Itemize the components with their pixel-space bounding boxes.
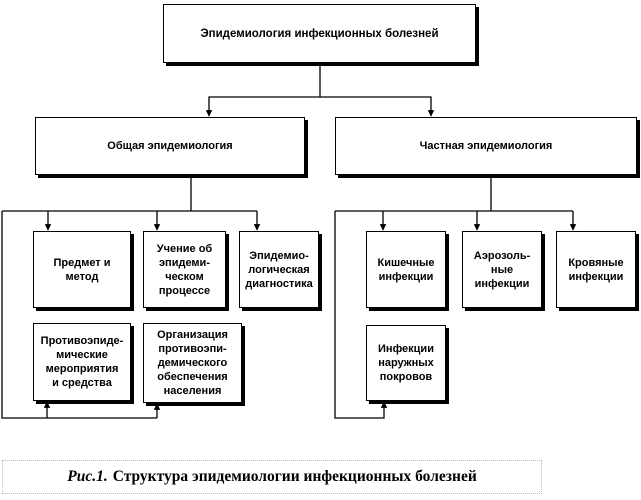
root-node: Эпидемиология инфекционных болезней — [163, 4, 476, 63]
arrow-to-external-covers — [334, 211, 388, 419]
figure-label: Рис.1. — [67, 468, 108, 485]
aerosol-infections-label: Аэрозоль- ные инфекции — [473, 249, 531, 290]
epidemic-process-node: Учение об эпидеми- ческом процессе — [143, 231, 226, 308]
blood-infections-node: Кровяные инфекции — [556, 231, 636, 308]
anti-epidemic-measures-node: Противоэпиде- мические мероприятия и сре… — [33, 323, 131, 401]
blood-infections-label: Кровяные инфекции — [568, 256, 624, 283]
subject-method-node: Предмет и метод — [33, 231, 131, 308]
arrow-root-to-general — [205, 63, 321, 117]
line-general-return — [1, 211, 157, 419]
anti-epidemic-organization-node: Организация противоэпи- демического обес… — [143, 323, 242, 403]
special-epidemiology-node: Частная эпидемиология — [335, 117, 637, 175]
figure-caption-text: Структура эпидемиологии инфекционных бол… — [112, 468, 477, 485]
external-covers-infections-label: Инфекции наружных покровов — [378, 343, 434, 383]
root-node-label: Эпидемиология инфекционных болезней — [200, 27, 439, 40]
intestinal-infections-label: Кишечные инфекции — [377, 256, 435, 283]
aerosol-infections-node: Аэрозоль- ные инфекции — [462, 231, 542, 308]
epidemiological-diagnostics-node: Эпидемио- логическая диагностика — [239, 231, 319, 308]
arrow-root-to-special — [320, 96, 435, 117]
anti-epidemic-measures-label: Противоэпиде- мические мероприятия и сре… — [40, 335, 124, 389]
intestinal-infections-node: Кишечные инфекции — [366, 231, 446, 308]
general-epidemiology-node: Общая эпидемиология — [35, 117, 305, 175]
special-epidemiology-label: Частная эпидемиология — [419, 140, 553, 152]
external-covers-infections-node: Инфекции наружных покровов — [366, 325, 446, 401]
anti-epidemic-organization-label: Организация противоэпи- демического обес… — [157, 329, 228, 397]
subject-method-label: Предмет и метод — [53, 256, 111, 283]
general-epidemiology-label: Общая эпидемиология — [107, 140, 233, 152]
epidemic-process-label: Учение об эпидеми- ческом процессе — [156, 242, 213, 297]
figure-caption: Рис.1. Структура эпидемиологии инфекцион… — [2, 460, 542, 494]
epidemiological-diagnostics-label: Эпидемио- логическая диагностика — [245, 249, 313, 290]
